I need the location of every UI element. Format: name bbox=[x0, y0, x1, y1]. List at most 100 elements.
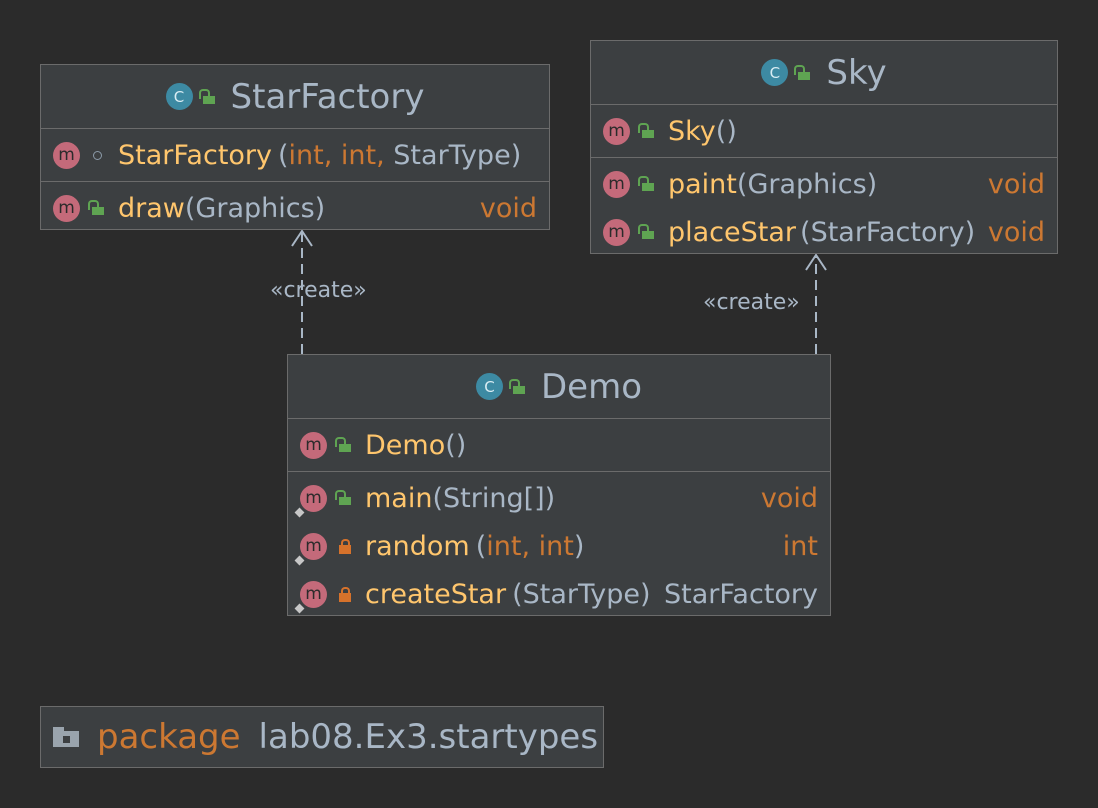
class-header: C Sky bbox=[591, 41, 1057, 105]
param-type: Graphics bbox=[195, 192, 315, 224]
package-label[interactable]: package lab08.Ex3.startypes bbox=[40, 706, 604, 768]
class-name: Demo bbox=[540, 366, 643, 407]
method-name: main bbox=[365, 482, 433, 514]
param-type: int bbox=[288, 139, 324, 171]
edge-demo-sky bbox=[805, 253, 827, 354]
return-type: StarFactory bbox=[664, 578, 818, 610]
arrowhead-icon bbox=[805, 253, 827, 271]
package-visibility-icon bbox=[90, 147, 106, 163]
paren-open: ( bbox=[278, 139, 289, 171]
constructor-name: StarFactory bbox=[118, 139, 272, 171]
package-name: lab08.Ex3.startypes bbox=[258, 717, 599, 757]
method-row-random[interactable]: m random (int, int) int bbox=[288, 522, 830, 570]
param-separator: , bbox=[521, 530, 539, 562]
private-visibility-icon bbox=[337, 586, 353, 602]
return-type: int bbox=[782, 530, 818, 562]
arrowhead-icon bbox=[291, 229, 313, 247]
public-visibility-icon bbox=[198, 88, 217, 105]
method-row-paint[interactable]: m paint (Graphics) void bbox=[591, 160, 1057, 208]
method-row-draw[interactable]: m draw (Graphics) void bbox=[41, 184, 549, 232]
method-icon: m bbox=[603, 218, 630, 246]
return-type: void bbox=[987, 168, 1045, 200]
param-type: StarFactory bbox=[810, 216, 965, 248]
methods-section: m paint (Graphics) void m placeStar (Sta… bbox=[591, 158, 1057, 258]
private-visibility-icon bbox=[337, 538, 353, 554]
class-name: Sky bbox=[826, 52, 887, 93]
method-icon: m bbox=[603, 117, 630, 145]
paren-close: ) bbox=[964, 216, 976, 248]
paren-close: ) bbox=[314, 192, 326, 224]
param-type: StarType bbox=[393, 139, 511, 171]
paren-close: ) bbox=[510, 139, 522, 171]
class-header: C StarFactory bbox=[41, 65, 549, 129]
class-icon: C bbox=[475, 373, 503, 400]
param-type: int bbox=[538, 530, 574, 562]
method-icon: m bbox=[53, 194, 80, 222]
static-method-icon: m bbox=[300, 484, 327, 512]
public-visibility-icon bbox=[794, 64, 812, 81]
param-type: Graphics bbox=[747, 168, 867, 200]
return-type: void bbox=[987, 216, 1045, 248]
paren-close: ) bbox=[544, 482, 556, 514]
package-keyword: package bbox=[97, 717, 241, 757]
class-icon: C bbox=[761, 59, 789, 86]
edge-label-create: «create» bbox=[270, 278, 367, 303]
method-icon: m bbox=[300, 431, 327, 459]
public-visibility-icon bbox=[508, 378, 527, 395]
public-visibility-icon bbox=[335, 490, 353, 506]
constructor-row[interactable]: m StarFactory (int, int, StarType) bbox=[41, 131, 549, 179]
method-name: random bbox=[365, 530, 470, 562]
paren-pair: () bbox=[445, 429, 467, 461]
method-name: placeStar bbox=[668, 216, 797, 248]
class-box-sky[interactable]: C Sky m Sky() m paint (Graphics) void m … bbox=[590, 40, 1058, 254]
param-type: int bbox=[486, 530, 522, 562]
method-row-main[interactable]: m main (String[]) void bbox=[288, 474, 830, 522]
static-method-icon: m bbox=[300, 532, 327, 560]
method-icon: m bbox=[603, 170, 630, 198]
method-row-placestar[interactable]: m placeStar (StarFactory) void bbox=[591, 208, 1057, 256]
param-type: String[] bbox=[443, 482, 545, 514]
paren-open: ( bbox=[432, 482, 444, 514]
constructors-section: m Demo() bbox=[288, 419, 830, 472]
edge-demo-starfactory bbox=[291, 229, 313, 354]
param-type: StarType bbox=[522, 578, 641, 610]
constructor-name: Sky bbox=[668, 115, 716, 147]
paren-open: ( bbox=[512, 578, 523, 610]
method-name: paint bbox=[668, 168, 737, 200]
class-box-demo[interactable]: C Demo m Demo() m main (String[]) void m… bbox=[287, 354, 831, 616]
public-visibility-icon bbox=[638, 176, 656, 192]
method-name: draw bbox=[118, 192, 185, 224]
param-type: int bbox=[340, 139, 377, 171]
edge-label-create: «create» bbox=[703, 290, 800, 315]
constructors-section: m StarFactory (int, int, StarType) bbox=[41, 129, 549, 182]
paren-close: ) bbox=[640, 578, 651, 610]
paren-open: ( bbox=[475, 530, 487, 562]
paren-open: ( bbox=[184, 192, 196, 224]
constructor-name: Demo bbox=[365, 429, 446, 461]
param-separator: , bbox=[376, 139, 394, 171]
paren-close: ) bbox=[866, 168, 878, 200]
public-visibility-icon bbox=[638, 224, 656, 240]
return-type: void bbox=[479, 192, 537, 224]
method-row-createstar[interactable]: m createStar (StarType) StarFactory bbox=[288, 570, 830, 618]
paren-open: ( bbox=[736, 168, 748, 200]
method-name: createStar bbox=[365, 578, 507, 610]
method-icon: m bbox=[53, 141, 80, 169]
public-visibility-icon bbox=[88, 200, 106, 216]
param-separator: , bbox=[323, 139, 341, 171]
return-type: void bbox=[760, 482, 818, 514]
paren-pair: () bbox=[715, 115, 737, 147]
constructor-row[interactable]: m Demo() bbox=[288, 421, 830, 469]
class-header: C Demo bbox=[288, 355, 830, 419]
class-name: StarFactory bbox=[230, 76, 425, 117]
methods-section: m draw (Graphics) void bbox=[41, 182, 549, 234]
public-visibility-icon bbox=[335, 437, 353, 453]
methods-section: m main (String[]) void m random (int, in… bbox=[288, 472, 830, 620]
static-method-icon: m bbox=[300, 580, 327, 608]
folder-icon bbox=[53, 727, 79, 747]
public-visibility-icon bbox=[638, 123, 656, 139]
constructor-row[interactable]: m Sky() bbox=[591, 107, 1057, 155]
class-box-starfactory[interactable]: C StarFactory m StarFactory (int, int, S… bbox=[40, 64, 550, 230]
paren-open: ( bbox=[800, 216, 811, 248]
